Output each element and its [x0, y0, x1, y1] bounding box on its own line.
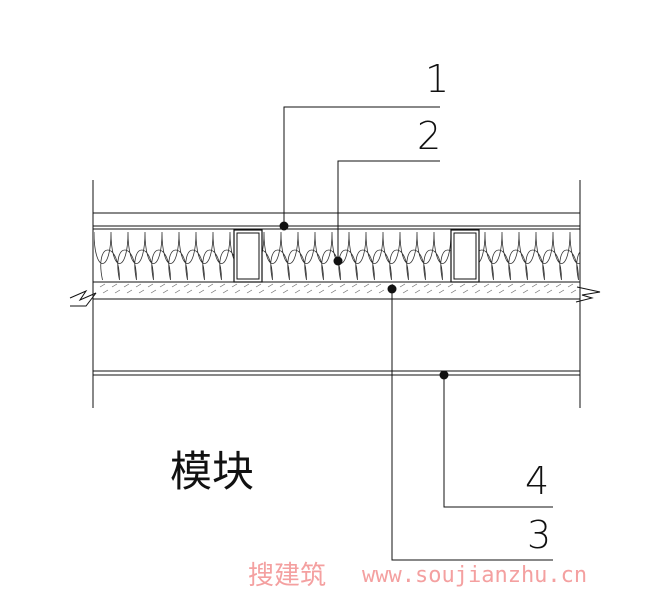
module-label: 模块	[170, 447, 254, 496]
callout-2-label: 2	[417, 114, 441, 158]
callout-4-label: 4	[525, 459, 549, 503]
leader-3	[387, 284, 553, 561]
stud-left	[233, 229, 263, 283]
callout-1-label: 1	[425, 57, 449, 101]
insulation-batt-pattern	[94, 231, 580, 281]
leader-4	[439, 370, 553, 508]
stud-left-inner	[236, 232, 260, 280]
leader-2	[333, 160, 440, 266]
right-break-line	[575, 286, 601, 303]
stud-right	[450, 229, 480, 283]
stud-right-inner	[453, 232, 477, 280]
insulation-layer	[94, 229, 580, 283]
module-boundary	[93, 370, 580, 376]
left-break-line	[69, 289, 97, 307]
watermark-url: www.soujianzhu.cn	[362, 563, 587, 588]
board-hatch-pattern	[99, 283, 577, 294]
callout-3-label: 3	[527, 513, 551, 557]
leader-1	[279, 106, 440, 231]
top-finish-layer	[93, 212, 580, 230]
watermark-cn: 搜建筑	[248, 561, 326, 591]
board-layer	[69, 281, 601, 307]
